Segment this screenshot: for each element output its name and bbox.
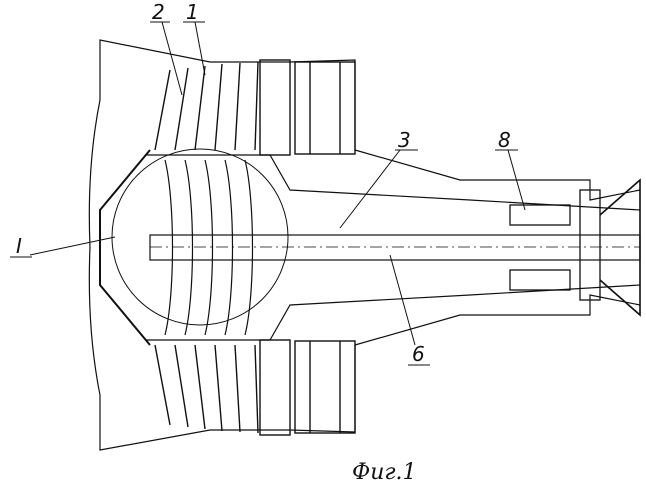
leader-3 <box>340 150 400 228</box>
outer-casing-lower <box>100 295 640 450</box>
leader-1 <box>195 22 205 75</box>
callout-8: 8 <box>498 130 511 150</box>
main-shaft <box>150 235 640 260</box>
intake-cone <box>100 150 150 345</box>
outer-casing-upper <box>100 40 640 200</box>
nose-cone-left <box>89 100 100 395</box>
callout-detail-I: I <box>16 236 22 256</box>
rotor-hub-lower <box>145 285 640 340</box>
compressor-stages-lower <box>155 340 355 435</box>
callout-6: 6 <box>412 344 425 364</box>
figure-caption: Фиг.1 <box>352 460 417 485</box>
compressor-stages-upper <box>155 60 355 155</box>
callout-3: 3 <box>398 130 411 150</box>
leader-2 <box>162 22 182 95</box>
callout-2: 2 <box>152 2 165 22</box>
callout-1: 1 <box>186 2 199 22</box>
rotor-hub-upper <box>145 155 640 210</box>
leader-I <box>30 237 115 255</box>
